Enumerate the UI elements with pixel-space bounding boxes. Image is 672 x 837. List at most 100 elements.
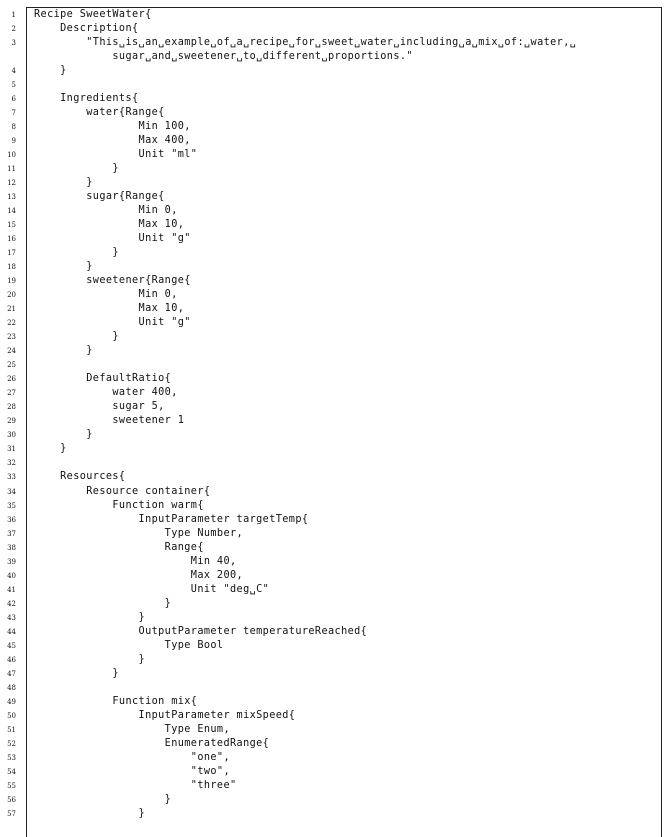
- code-text: }: [34, 331, 119, 343]
- listing-frame: [26, 7, 662, 837]
- line-number: 19: [7, 277, 16, 286]
- code-line: 27 water 400,: [0, 386, 672, 400]
- code-text: Ingredients{: [34, 92, 139, 104]
- code-text: Max 10,: [34, 218, 185, 230]
- code-line: 57 }: [0, 807, 672, 821]
- line-number: 28: [7, 403, 16, 412]
- line-number: 34: [7, 487, 16, 496]
- line-number: 51: [7, 726, 16, 735]
- line-number: 21: [7, 305, 16, 314]
- line-number: 40: [7, 571, 16, 580]
- line-number: 37: [7, 529, 16, 538]
- code-line: 34 Resource container{: [0, 485, 672, 499]
- line-number: 44: [7, 627, 16, 636]
- code-text: Function warm{: [34, 499, 204, 511]
- line-number: 45: [7, 641, 16, 650]
- code-text: }: [34, 794, 172, 806]
- code-line: 12 }: [0, 176, 672, 190]
- code-text: }: [34, 162, 119, 174]
- line-number: 29: [7, 417, 16, 426]
- code-line: 2 Description{: [0, 22, 672, 36]
- code-line: 15 Max 10,: [0, 218, 672, 232]
- code-text: Type Number,: [34, 527, 244, 539]
- line-number: 27: [7, 389, 16, 398]
- line-number: 36: [7, 515, 16, 524]
- code-text: Resource container{: [34, 485, 211, 497]
- code-line: 6 Ingredients{: [0, 92, 672, 106]
- code-line: 33 Resources{: [0, 470, 672, 484]
- code-text: Type Enum,: [34, 724, 231, 736]
- code-line: 18 }: [0, 260, 672, 274]
- code-line: 20 Min 0,: [0, 288, 672, 302]
- code-line: 42 }: [0, 597, 672, 611]
- code-text: }: [34, 667, 119, 679]
- code-line: 24 }: [0, 344, 672, 358]
- code-line: 41 Unit "deg␣C": [0, 583, 672, 597]
- line-number: 53: [7, 754, 16, 763]
- line-number: 57: [7, 810, 16, 819]
- code-line: 50 InputParameter mixSpeed{: [0, 709, 672, 723]
- code-line: 49 Function mix{: [0, 695, 672, 709]
- code-line: 36 InputParameter targetTemp{: [0, 513, 672, 527]
- code-text: "three": [34, 780, 237, 792]
- line-number: 3: [11, 38, 16, 47]
- code-text: Function mix{: [34, 695, 198, 707]
- code-text: sugar␣and␣sweetener␣to␣different␣proport…: [34, 50, 413, 62]
- line-number: 6: [11, 94, 16, 103]
- code-text: Max 10,: [34, 303, 185, 315]
- code-text: Resources{: [34, 471, 126, 483]
- line-number: 47: [7, 669, 16, 678]
- code-text: sugar{Range{: [34, 190, 165, 202]
- code-text: }: [34, 808, 146, 820]
- code-text: Min 40,: [34, 555, 237, 567]
- line-number: 15: [7, 220, 16, 229]
- code-line: 30 }: [0, 428, 672, 442]
- code-line: 39 Min 40,: [0, 555, 672, 569]
- code-text: Description{: [34, 22, 139, 34]
- code-line: 1 Recipe SweetWater{: [0, 8, 672, 22]
- code-line: 35 Function warm{: [0, 499, 672, 513]
- line-number: 14: [7, 206, 16, 215]
- line-number: 33: [7, 473, 16, 482]
- line-number: 30: [7, 431, 16, 440]
- line-number: 16: [7, 234, 16, 243]
- code-line: 47 }: [0, 667, 672, 681]
- line-number: 10: [7, 150, 16, 159]
- code-text: EnumeratedRange{: [34, 738, 270, 750]
- line-number: 8: [11, 122, 16, 131]
- code-line: 31 }: [0, 442, 672, 456]
- code-line: 9 Max 400,: [0, 134, 672, 148]
- code-text: OutputParameter temperatureReached{: [34, 625, 368, 637]
- code-text: sweetener 1: [34, 415, 185, 427]
- line-number: 55: [7, 782, 16, 791]
- line-number: 23: [7, 333, 16, 342]
- code-line: 25: [0, 358, 672, 372]
- code-line: 43 }: [0, 611, 672, 625]
- line-number: 11: [7, 164, 16, 173]
- line-number: 46: [7, 655, 16, 664]
- code-line: 56 }: [0, 793, 672, 807]
- line-number: 54: [7, 768, 16, 777]
- code-text: Recipe SweetWater{: [34, 8, 152, 20]
- code-text: Max 200,: [34, 569, 244, 581]
- code-text: "one",: [34, 752, 231, 764]
- line-number: 52: [7, 740, 16, 749]
- line-number: 43: [7, 613, 16, 622]
- line-number: 13: [7, 192, 16, 201]
- code-text: water 400,: [34, 387, 178, 399]
- code-text: InputParameter targetTemp{: [34, 513, 309, 525]
- code-line: 22 Unit "g": [0, 316, 672, 330]
- code-text: }: [34, 176, 93, 188]
- code-text: Range{: [34, 541, 204, 553]
- code-line: 48: [0, 681, 672, 695]
- line-number: 41: [7, 585, 16, 594]
- code-line: 4 }: [0, 64, 672, 78]
- code-line: 3 "This␣is␣an␣example␣of␣a␣recipe␣for␣sw…: [0, 36, 672, 50]
- code-line: 26 DefaultRatio{: [0, 372, 672, 386]
- line-number: 1: [11, 10, 16, 19]
- line-number: 25: [7, 361, 16, 370]
- code-text: Unit "g": [34, 317, 191, 329]
- line-number: 2: [11, 24, 16, 33]
- code-line: 52 EnumeratedRange{: [0, 737, 672, 751]
